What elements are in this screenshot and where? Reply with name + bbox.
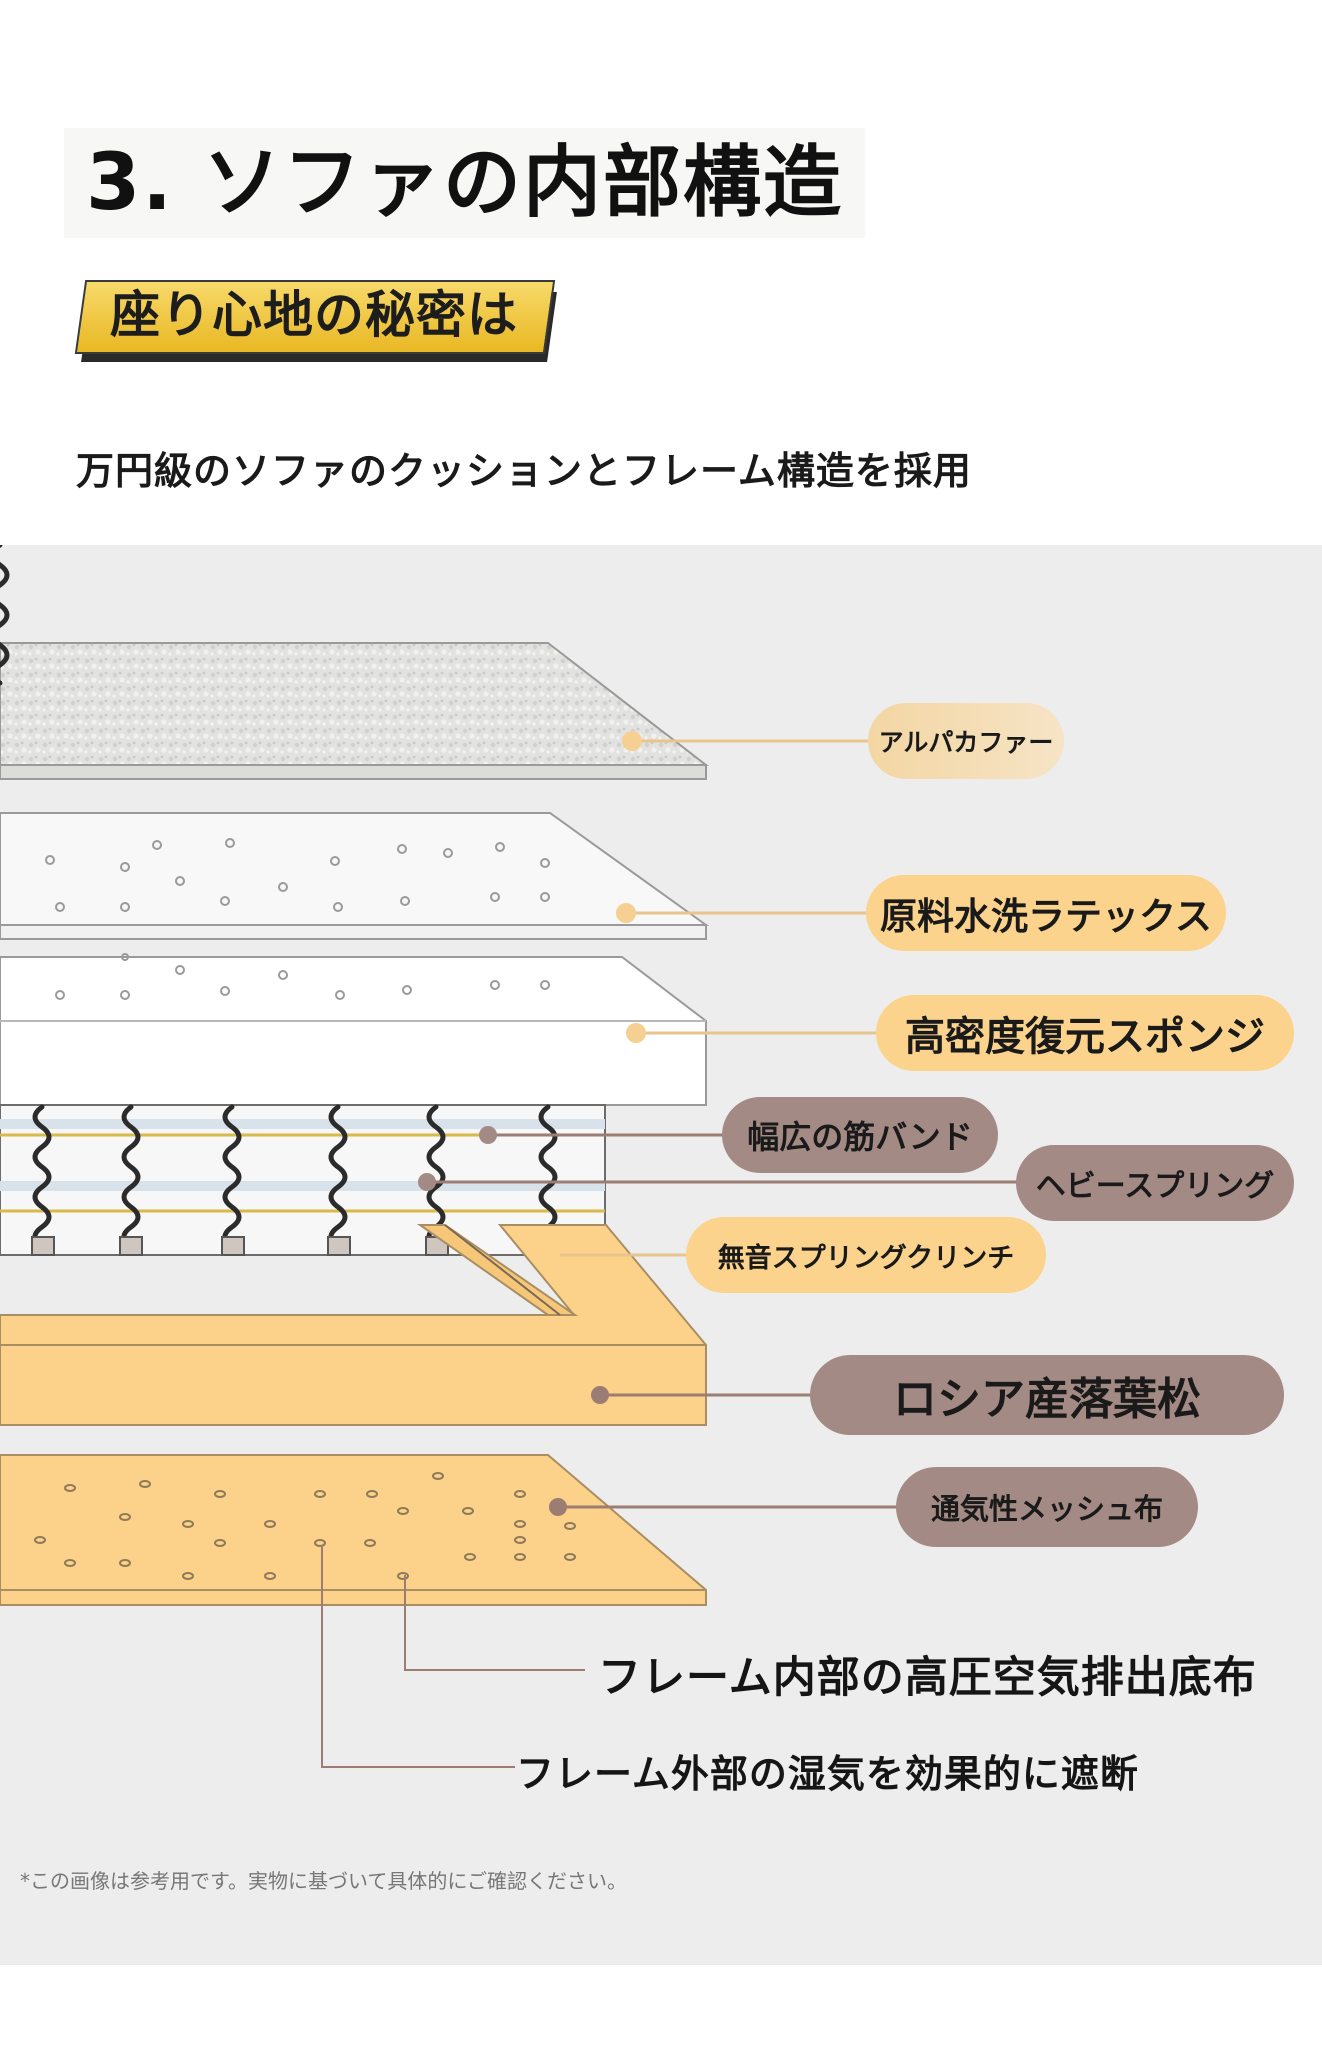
latex-layer (0, 812, 710, 940)
sponge-layer (0, 953, 707, 1106)
label-heavy-spring: ヘビースプリング (1016, 1145, 1294, 1221)
label-wide-band: 幅広の筋バンド (722, 1097, 998, 1173)
label-sponge: 高密度復元スポンジ (876, 995, 1294, 1071)
label-latex: 原料水洗ラテックス (866, 875, 1226, 951)
headline-badge: 座り心地の秘密は (74, 280, 560, 372)
mesh-holes (34, 1472, 576, 1580)
disclaimer-footnote: *この画像は参考用です。実物に基づいて具体的にご確認ください。 (20, 1869, 627, 1893)
label-air-exhaust-cloth: フレーム内部の高圧空気排出底布 (598, 1653, 1257, 1703)
label-russian-larch: ロシア産落葉松 (810, 1355, 1284, 1435)
latex-pores (45, 838, 550, 912)
alpaca-fur-layer (0, 642, 709, 780)
larch-wood-frame (0, 1224, 707, 1426)
label-breathable-mesh: 通気性メッシュ布 (896, 1467, 1198, 1547)
label-spring-clinch: 無音スプリングクリンチ (686, 1217, 1046, 1293)
sponge-pores (55, 953, 550, 1000)
exploded-layer-diagram (0, 545, 1018, 1768)
structure-diagram-panel: アルパカファー 原料水洗ラテックス 高密度復元スポンジ 幅広の筋バンド ヘビース… (0, 545, 1322, 1965)
label-alpaca-fur: アルパカファー (868, 703, 1064, 779)
breathable-mesh-layer (0, 1454, 707, 1606)
leader-lines (321, 731, 1018, 1768)
subtitle: 万円級のソファのクッションとフレーム構造を採用 (76, 449, 972, 493)
page-title: 3. ソファの内部構造 (64, 128, 866, 238)
badge-label: 座り心地の秘密は (110, 286, 518, 344)
label-moisture-barrier: フレーム外部の湿気を効果的に遮断 (516, 1752, 1139, 1796)
